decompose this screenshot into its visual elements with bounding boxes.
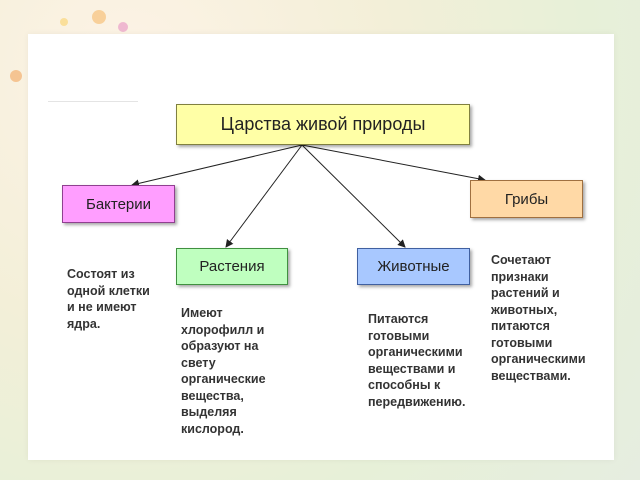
description-animals: Питаются готовыми органическими вещества… [368,312,466,409]
description-fungi: Сочетают признаки растений и животных, п… [491,253,586,383]
divider [48,101,138,102]
background-flower-decoration [60,18,68,26]
description-bacteria: Состоят из одной клетки и не имеют ядра. [67,267,150,331]
kingdom-box-animals: Животные [357,248,470,285]
background-flower-decoration [118,22,128,32]
background-flower-decoration [10,70,22,82]
background-flower-decoration [92,10,106,24]
arrow-to-fungi [301,144,486,183]
arrow-to-bacteria [131,144,303,188]
arrow-to-animals [301,144,406,248]
arrow-to-plants [225,144,303,248]
diagram-title: Царства живой природы [176,104,470,145]
kingdom-box-bacteria: Бактерии [62,185,175,223]
kingdom-box-plants: Растения [176,248,288,285]
description-plants: Имеют хлорофилл и образуют на свету орга… [181,306,266,436]
kingdom-box-fungi: Грибы [470,180,583,218]
